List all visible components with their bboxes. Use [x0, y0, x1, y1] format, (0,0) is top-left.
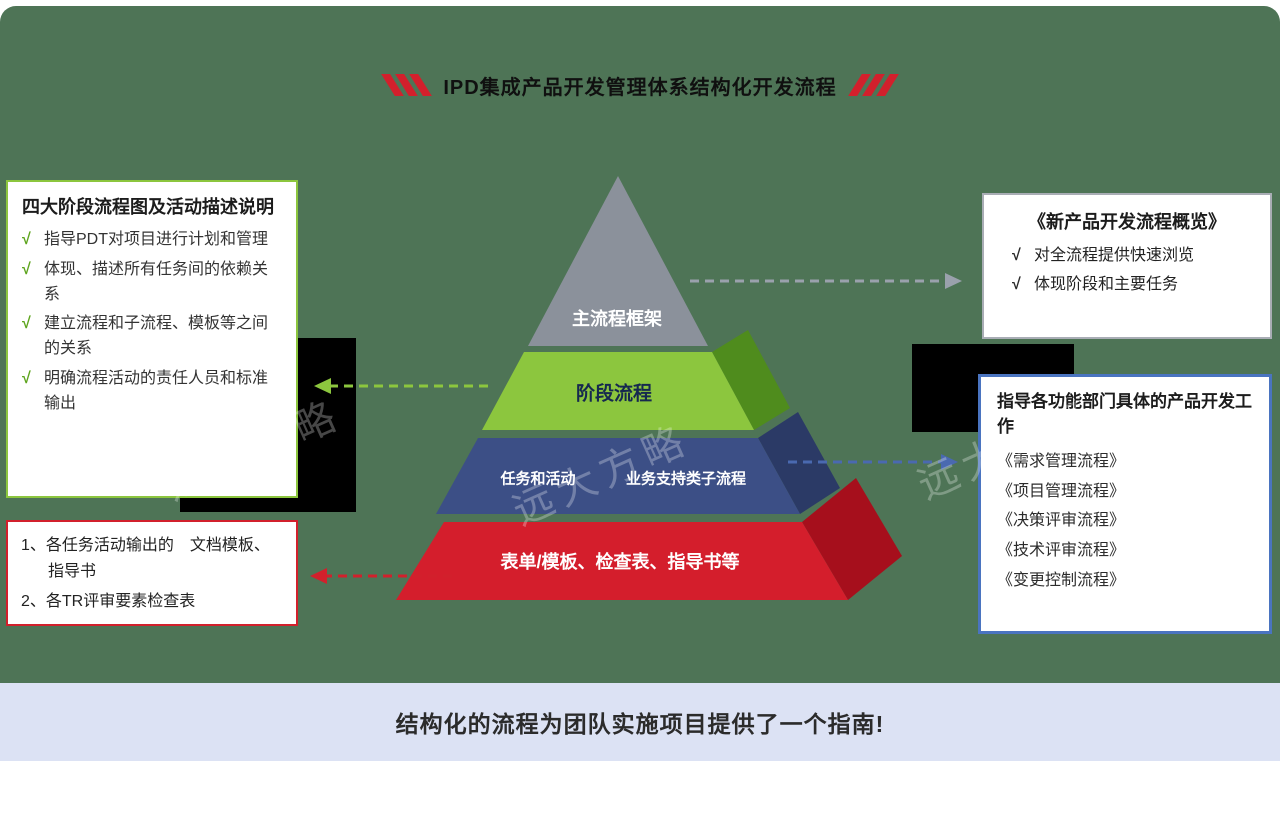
check-icon: √: [1012, 247, 1021, 265]
check-icon: √: [22, 370, 31, 388]
pyramid-layer3-label-left: 任务和活动: [500, 470, 576, 488]
list-item-text: 建立流程和子流程、模板等之间的关系: [44, 315, 269, 358]
list-item: √ 指导PDT对项目进行计划和管理: [22, 228, 282, 253]
check-icon: √: [22, 231, 31, 249]
bottom-banner-text: 结构化的流程为团队实施项目提供了一个指南!: [395, 711, 885, 737]
pyramid-layer1-label: 主流程框架: [572, 309, 662, 329]
pyramid-layer3-label-right: 业务支持类子流程: [625, 470, 747, 488]
check-icon: √: [22, 260, 31, 278]
list-item-text: 体现阶段和主要任务: [1034, 275, 1179, 293]
list-item-text: 明确流程活动的责任人员和标准输出: [44, 370, 269, 412]
check-icon: √: [22, 315, 31, 333]
title-decoration-right-slashes: [847, 74, 899, 96]
bottom-banner: 结构化的流程为团队实施项目提供了一个指南!: [0, 683, 1280, 761]
pyramid-layer2-label: 阶段流程: [575, 383, 653, 405]
right-bottom-box: 指导各功能部门具体的产品开发工作 《需求管理流程》 《项目管理流程》 《决策评审…: [978, 374, 1272, 634]
list-item: 《需求管理流程》: [997, 453, 1126, 471]
list-item-text: 指导PDT对项目进行计划和管理: [44, 231, 269, 249]
title-row: IPD集成产品开发管理体系结构化开发流程: [0, 68, 1280, 102]
right-top-box-title: 《新产品开发流程概览》: [1028, 212, 1226, 232]
list-item: 《项目管理流程》: [997, 482, 1126, 500]
right-bottom-box-title: 指导各功能部门具体的产品开发工作: [997, 392, 1252, 436]
list-item: 《决策评审流程》: [997, 512, 1126, 530]
list-item: 《技术评审流程》: [997, 542, 1126, 560]
check-icon: √: [1012, 275, 1021, 293]
left-bottom-box: 1、各任务活动输出的 文档模板、指导书 2、各TR评审要素检查表: [6, 520, 298, 626]
list-item: √ 体现、描述所有任务间的依赖关系: [22, 258, 282, 308]
list-item: √ 体现阶段和主要任务: [1000, 273, 1254, 298]
right-top-box: 《新产品开发流程概览》 √ 对全流程提供快速浏览 √ 体现阶段和主要任务: [982, 193, 1272, 339]
list-item: 《变更控制流程》: [997, 571, 1126, 589]
list-item-text: 体现、描述所有任务间的依赖关系: [44, 260, 269, 303]
title-decoration-left-slashes: [381, 74, 433, 96]
list-item: √ 建立流程和子流程、模板等之间的关系: [22, 312, 282, 362]
list-item-text: 对全流程提供快速浏览: [1034, 247, 1195, 265]
list-item: √ 明确流程活动的责任人员和标准输出: [22, 367, 282, 417]
list-item: 1、各任务活动输出的 文档模板、指导书: [21, 537, 270, 580]
list-item: √ 对全流程提供快速浏览: [1000, 244, 1254, 269]
list-item: 2、各TR评审要素检查表: [21, 593, 196, 611]
page-title: IPD集成产品开发管理体系结构化开发流程: [443, 76, 837, 99]
left-top-box: 四大阶段流程图及活动描述说明 √ 指导PDT对项目进行计划和管理 √ 体现、描述…: [6, 180, 298, 498]
left-top-box-title: 四大阶段流程图及活动描述说明: [22, 197, 274, 217]
pyramid-layer4-label: 表单/模板、检查表、指导书等: [500, 552, 740, 572]
